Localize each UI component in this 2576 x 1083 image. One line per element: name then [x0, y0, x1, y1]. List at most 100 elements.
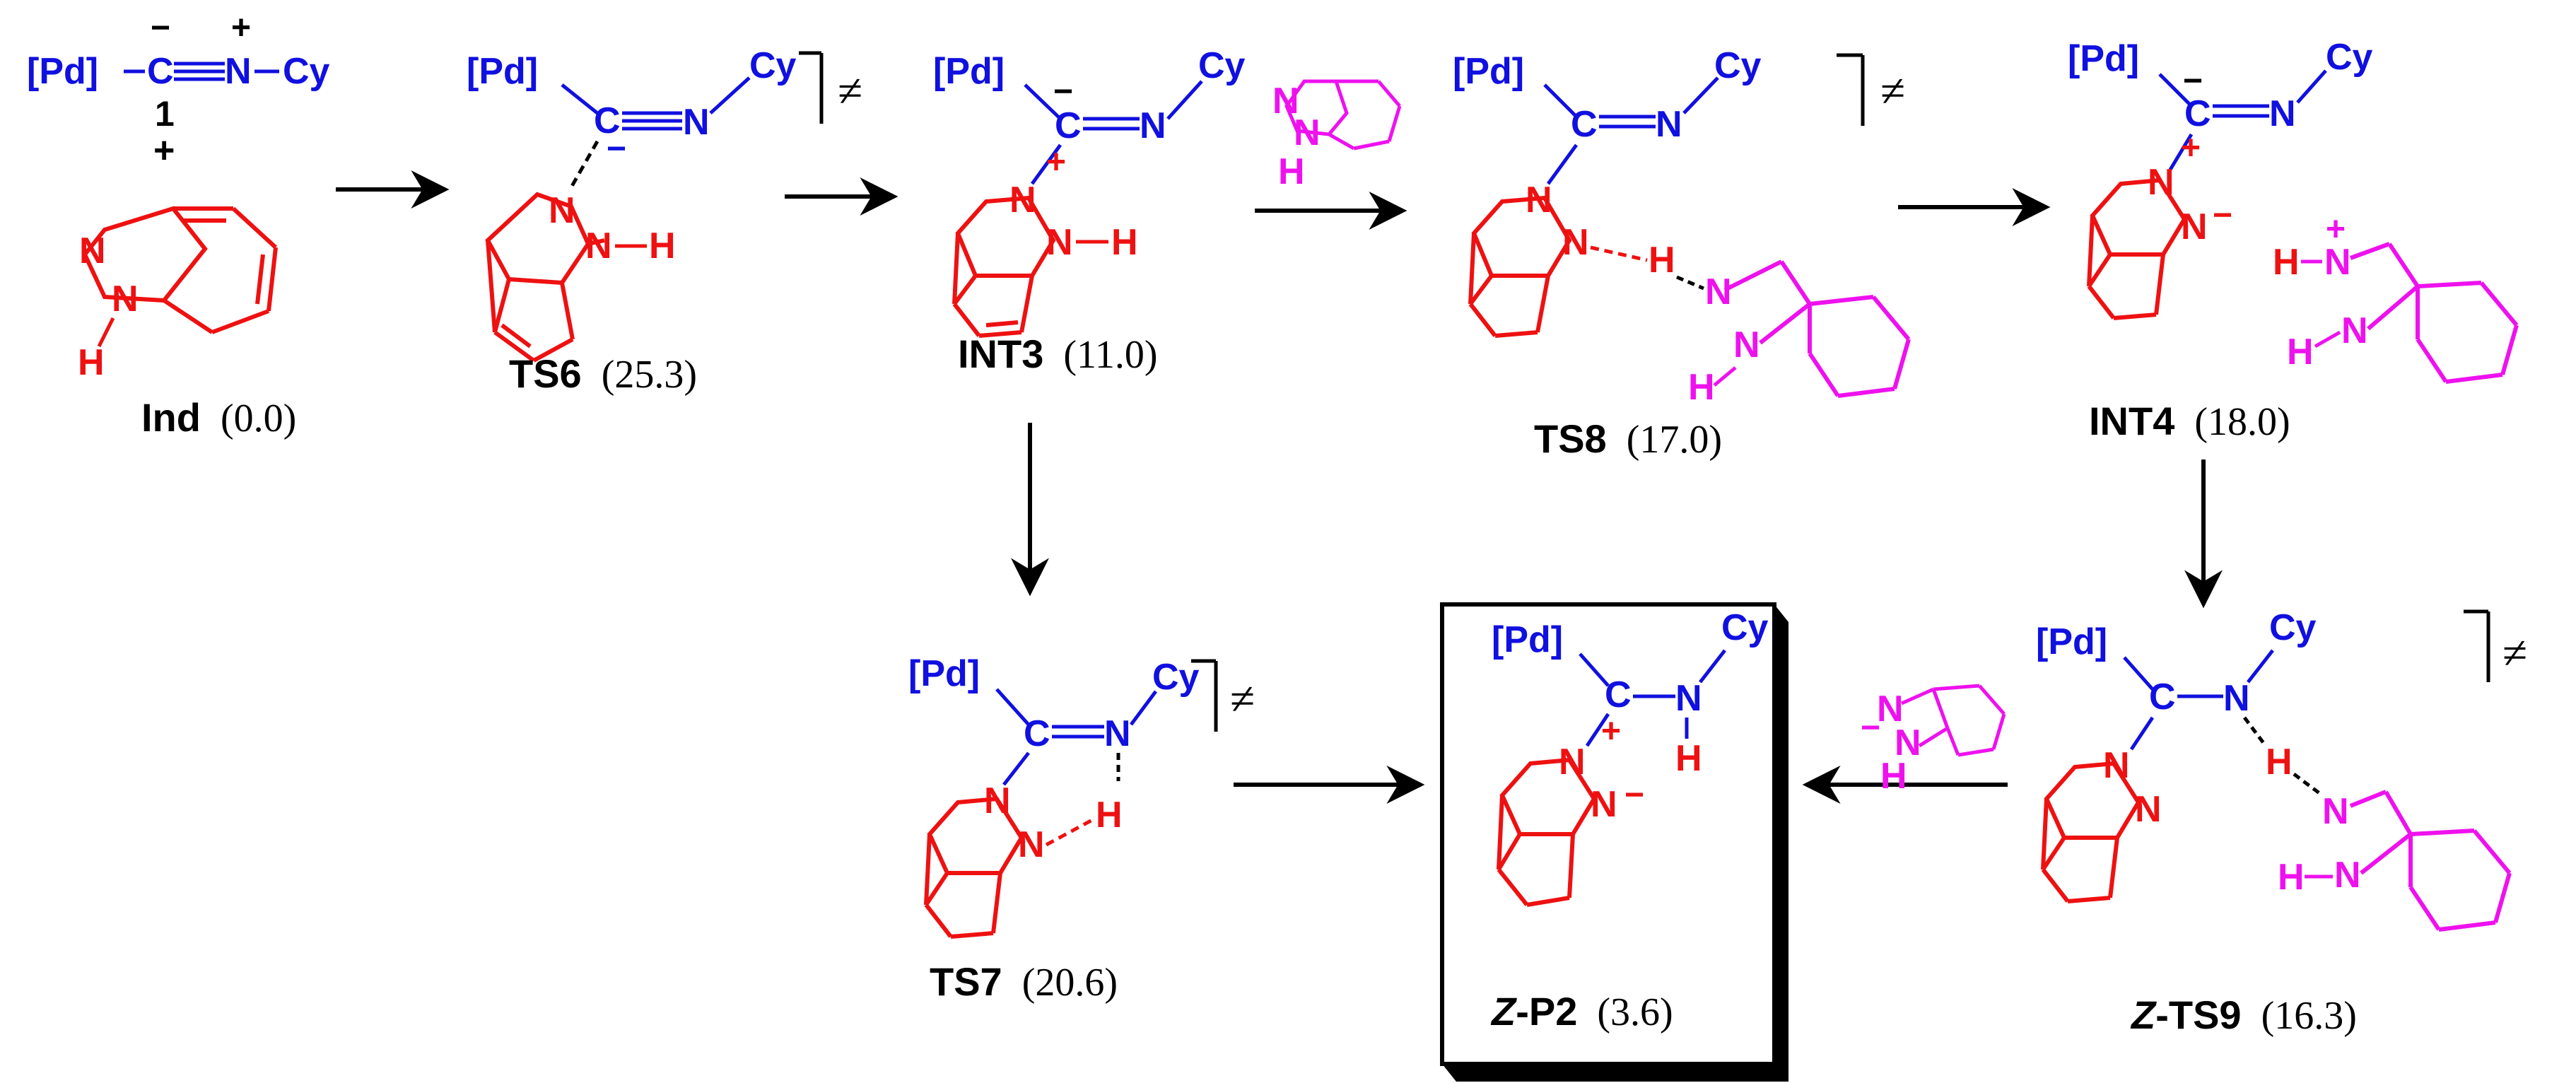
product-box: [1440, 602, 1776, 1066]
svg-text:Cy: Cy: [2269, 607, 2317, 648]
svg-text:Cy: Cy: [749, 45, 797, 86]
structure-ts6: [Pd] C N Cy − ≠ N N H: [467, 45, 862, 397]
svg-text:−: −: [1053, 73, 1073, 110]
minus-charge: −: [151, 9, 170, 47]
svg-text:H: H: [1111, 222, 1138, 263]
svg-text:N: N: [2181, 206, 2208, 247]
svg-text:N: N: [1705, 271, 1732, 312]
species-label-ts6: TS6 (25.3): [509, 351, 697, 397]
structure-z-ts9: [Pd] C N Cy ≠ H N N N: [2036, 607, 2527, 1038]
species-label-z-p2: Z-P2 (3.6): [1490, 989, 1673, 1034]
atom-c: C: [147, 51, 174, 92]
svg-text:N: N: [1591, 784, 1617, 825]
svg-text:N: N: [1656, 104, 1682, 145]
species-label-int3: INT3 (11.0): [958, 332, 1158, 377]
svg-text:H: H: [78, 342, 105, 383]
svg-text:N: N: [1140, 105, 1166, 146]
species-label-int4: INT4 (18.0): [2089, 399, 2290, 444]
svg-text:H: H: [2266, 742, 2293, 783]
svg-text:≠: ≠: [1230, 674, 1255, 724]
svg-text:H: H: [2287, 332, 2314, 373]
species-label-ind: Ind (0.0): [141, 395, 296, 440]
svg-text:Cy: Cy: [1714, 45, 1762, 86]
structure-ind: N N H Ind (0.0): [78, 206, 296, 440]
svg-text:[Pd]: [Pd]: [2036, 621, 2107, 662]
svg-text:[Pd]: [Pd]: [1453, 51, 1524, 92]
svg-text:−: −: [607, 130, 626, 168]
svg-text:Cy: Cy: [1721, 607, 1769, 648]
svg-text:N: N: [1526, 180, 1552, 221]
structure-z-p2: [Pd] C N Cy H + N N − Z-P2 (3.6): [1440, 602, 1788, 1082]
svg-text:N: N: [1294, 112, 1321, 153]
svg-text:−: −: [2213, 197, 2232, 234]
svg-text:H: H: [1096, 795, 1123, 836]
svg-text:C: C: [2149, 677, 2176, 718]
plus-charge: +: [231, 9, 251, 47]
svg-text:N: N: [2148, 162, 2174, 203]
atom-pd: [Pd]: [27, 51, 98, 92]
species-label-z-ts9: Z-TS9 (16.3): [2130, 993, 2357, 1038]
svg-text:C: C: [1605, 674, 1632, 715]
svg-text:N: N: [1046, 222, 1073, 263]
svg-text:H: H: [1649, 240, 1675, 281]
svg-text:H: H: [1688, 367, 1715, 408]
svg-text:N: N: [2269, 93, 2296, 134]
svg-text:−: −: [2183, 62, 2203, 100]
svg-text:N: N: [984, 780, 1011, 821]
svg-text:H: H: [1278, 151, 1305, 192]
svg-text:≠: ≠: [2502, 628, 2527, 678]
species-label-ts8: TS8 (17.0): [1534, 416, 1722, 462]
svg-text:N: N: [2135, 789, 2162, 830]
svg-text:N: N: [1562, 222, 1589, 263]
svg-text:−: −: [1861, 709, 1880, 747]
svg-text:[Pd]: [Pd]: [908, 653, 980, 694]
svg-text:N: N: [112, 279, 139, 320]
svg-text:−: −: [1624, 776, 1644, 814]
svg-text:≠: ≠: [1880, 66, 1905, 116]
svg-text:+: +: [1046, 144, 1066, 181]
reaction-arrows: [336, 170, 2223, 804]
svg-text:[Pd]: [Pd]: [467, 51, 538, 92]
svg-text:H: H: [1675, 738, 1702, 779]
svg-text:N: N: [1009, 180, 1036, 221]
svg-text:[Pd]: [Pd]: [933, 51, 1005, 92]
structure-int4: [Pd] − C N Cy + N N − H + N: [2068, 37, 2519, 444]
plus-sign: +: [153, 130, 175, 171]
svg-text:+: +: [2181, 129, 2201, 167]
species-label-1: 1: [155, 94, 175, 134]
structure-1-isocyanide: [Pd] C N Cy − + 1 +: [27, 9, 330, 171]
svg-text:Cy: Cy: [1198, 45, 1246, 86]
svg-text:C: C: [1571, 104, 1598, 145]
atom-n: N: [225, 51, 252, 92]
svg-text:C: C: [594, 100, 621, 141]
svg-text:N: N: [1733, 324, 1760, 365]
svg-text:N: N: [1877, 689, 1904, 730]
svg-text:N: N: [683, 102, 710, 143]
reagent-indazole-small: N N H: [1272, 79, 1402, 192]
svg-text:[Pd]: [Pd]: [1492, 619, 1563, 660]
reagent-indazolide-small: − N N H: [1861, 684, 2006, 797]
svg-text:N: N: [2334, 855, 2361, 896]
svg-text:N: N: [2322, 791, 2349, 832]
svg-text:H: H: [2278, 857, 2305, 898]
svg-text:+: +: [2326, 211, 2346, 248]
svg-text:Cy: Cy: [2326, 37, 2373, 78]
svg-text:≠: ≠: [838, 66, 862, 116]
structure-ts7: [Pd] C N Cy ≠ N N H TS7 (20.6): [908, 653, 1255, 1005]
svg-text:C: C: [1024, 713, 1050, 754]
species-label-ts7: TS7 (20.6): [930, 959, 1118, 1005]
svg-text:+: +: [1601, 713, 1621, 750]
svg-text:N: N: [2103, 745, 2130, 786]
atom-cy: Cy: [283, 51, 330, 92]
svg-text:N: N: [2341, 310, 2368, 351]
svg-text:N: N: [1104, 713, 1131, 754]
svg-text:N: N: [1018, 824, 1045, 865]
svg-text:N: N: [549, 190, 575, 231]
svg-text:N: N: [2324, 242, 2351, 283]
svg-text:N: N: [79, 230, 106, 271]
svg-text:Cy: Cy: [1152, 657, 1200, 698]
svg-text:N: N: [585, 226, 612, 267]
svg-text:[Pd]: [Pd]: [2068, 38, 2139, 79]
structure-int3: [Pd] − C N Cy + N N H INT3 (11.0): [933, 45, 1246, 377]
svg-text:N: N: [1675, 678, 1702, 719]
